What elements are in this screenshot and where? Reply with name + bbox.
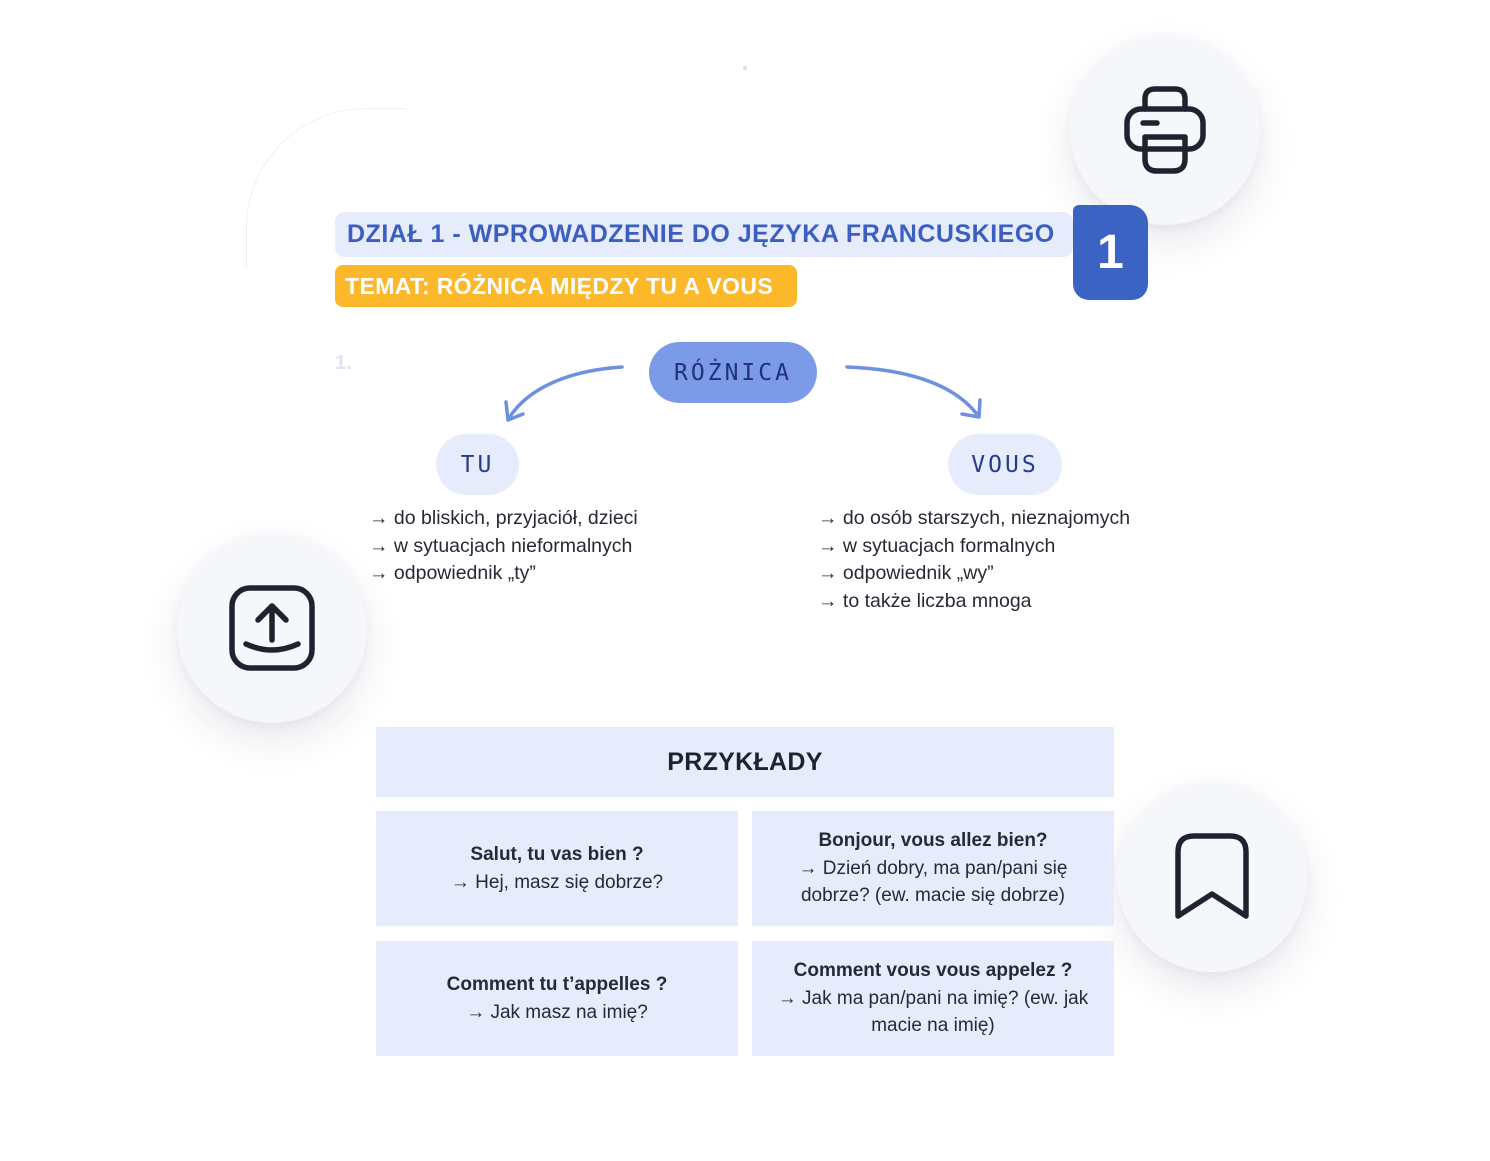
example-french: Comment tu t’appelles ? [446, 974, 668, 995]
list-item: → do bliskich, przyjaciół, dzieci [369, 507, 638, 529]
list-item: → odpowiednik „ty” [369, 562, 536, 584]
section-number: 1. [335, 352, 352, 374]
example-cell: Salut, tu vas bien ? → Hej, masz się dob… [376, 811, 738, 926]
list-item: → do osób starszych, nieznajomych [818, 507, 1131, 529]
example-french: Comment vous vous appelez ? [793, 960, 1073, 982]
arrow-to-vous-head [960, 398, 982, 419]
examples-header: PRZYKŁADY [376, 727, 1114, 797]
decorative-dot [743, 66, 747, 70]
example-cell: Comment tu t’appelles ? → Jak masz na im… [376, 941, 738, 1056]
example-french: Bonjour, vous allez bien? [818, 830, 1048, 852]
vous-usage-list: → do osób starszych, nieznajomych → w sy… [818, 505, 1130, 615]
difference-pill: RÓŻNICA [649, 342, 817, 403]
example-translation: → Jak ma pan/pani na imię? (ew. jak maci… [777, 987, 1089, 1037]
arrow-to-vous [845, 365, 978, 415]
bookmark-button[interactable] [1117, 782, 1307, 972]
example-french: Salut, tu vas bien ? [470, 844, 644, 865]
example-cell: Comment vous vous appelez ? → Jak ma pan… [752, 941, 1114, 1056]
example-cell: Bonjour, vous allez bien? → Dzień dobry,… [752, 811, 1114, 926]
list-item: → w sytuacjach nieformalnych [369, 534, 633, 557]
tu-usage-list: → do bliskich, przyjaciół, dzieci → w sy… [369, 505, 638, 588]
list-item: → to także liczba mnoga [818, 589, 1032, 612]
upload-button[interactable] [177, 533, 367, 723]
arrow-to-tu-head [504, 400, 525, 422]
tu-pill: TU [436, 434, 519, 495]
bookmark-icon [1175, 833, 1249, 919]
upload-icon [229, 585, 315, 671]
printer-icon [1124, 86, 1206, 174]
chapter-title: DZIAŁ 1 - WPROWADZENIE DO JĘZYKA FRANCUS… [335, 212, 1073, 257]
vous-pill: VOUS [948, 434, 1062, 495]
topic-title: TEMAT: RÓŻNICA MIĘDZY TU A VOUS [335, 265, 797, 307]
print-button[interactable] [1070, 35, 1260, 225]
chapter-number-badge: 1 [1073, 205, 1148, 300]
list-item: → w sytuacjach formalnych [818, 534, 1056, 557]
example-translation: → Hej, masz się dobrze? [450, 871, 664, 893]
list-item: → odpowiednik „wy” [818, 562, 994, 584]
example-translation: → Jak masz na imię? [466, 1001, 648, 1023]
arrow-to-tu [507, 365, 624, 420]
example-translation: → Dzień dobry, ma pan/pani się dobrze? (… [798, 857, 1068, 907]
